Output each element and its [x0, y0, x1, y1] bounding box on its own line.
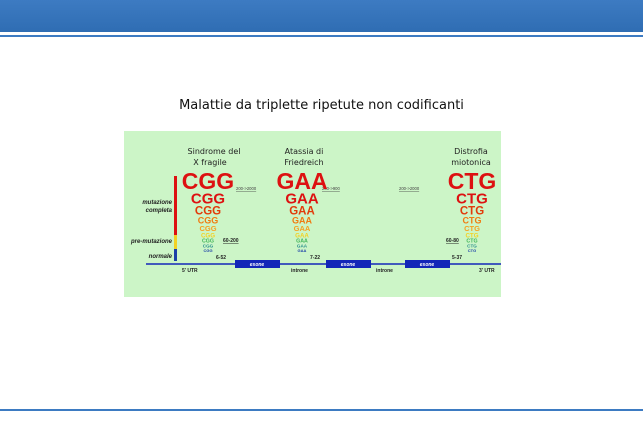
disease-heading-fragile-x-line2: X fragile	[193, 158, 227, 167]
exon-block-2	[326, 260, 371, 268]
triplet-label: GAA	[296, 239, 308, 245]
utr3-label: 3' UTR	[479, 268, 495, 274]
disease-heading-friedreich-line2: Friedreich	[284, 158, 323, 167]
intron-label-1: introne	[291, 268, 308, 274]
triplet-label: CGG	[198, 215, 219, 225]
triplet-label: CGG	[203, 244, 214, 249]
exon-label-1: esone	[250, 262, 265, 268]
exon-label-3: esone	[420, 262, 435, 268]
triplet-repeat-figure: Sindrome del X fragile Atassia di Friedr…	[124, 131, 501, 297]
repeat-diagram: Sindrome del X fragile Atassia di Friedr…	[130, 147, 501, 274]
exon-block-1	[235, 260, 280, 268]
triplet-label: CTG	[448, 168, 497, 194]
full-range-fragile-x: 200->2000	[236, 186, 257, 191]
exon-block-3	[405, 260, 450, 268]
triplet-label: CTG	[468, 248, 476, 253]
triplet-label: CGG	[195, 206, 221, 218]
triplet-label: CGG	[182, 168, 234, 194]
normal-range-myotonic: 5-37	[452, 255, 462, 261]
scale-bar-normal	[174, 249, 177, 261]
normal-range-friedreich: 7-22	[310, 255, 320, 261]
footer-divider	[0, 409, 643, 411]
slide-title: Malattie da triplette ripetute non codif…	[179, 98, 464, 113]
disease-heading-myotonic-line1: Distrofia	[454, 147, 488, 156]
triplet-label: CGG	[202, 239, 214, 245]
premutation-range-myotonic: 60-80	[446, 238, 459, 244]
triplet-label: CGG	[203, 248, 212, 253]
triplet-label: GAA	[292, 215, 313, 225]
utr5-label: 5' UTR	[182, 268, 198, 274]
triplet-label: GAA	[295, 232, 309, 239]
triplet-label: GAA	[294, 224, 311, 233]
scale-bar-premutation	[174, 235, 177, 249]
disease-heading-fragile-x-line1: Sindrome del	[188, 147, 241, 156]
header-band	[0, 0, 643, 32]
disease-heading-myotonic-line2: miotonica	[451, 158, 491, 167]
premutation-range-fragile-x: 60-200	[223, 238, 239, 244]
row-label-normal: normale	[149, 254, 173, 260]
triplet-label: CTG	[465, 232, 478, 239]
triplet-label: CTG	[456, 190, 488, 207]
triplet-label: GAA	[289, 206, 315, 218]
full-range-myotonic: 200->2000	[399, 186, 420, 191]
full-range-friedreich: 200->900	[322, 186, 340, 191]
disease-heading-friedreich-line1: Atassia di	[285, 147, 324, 156]
row-label-full-1: mutazione	[142, 200, 172, 206]
header-divider	[0, 35, 643, 37]
triplet-label: CTG	[460, 206, 484, 218]
scale-bar-full	[174, 176, 177, 235]
triplet-label: CTG	[463, 215, 482, 225]
triplet-label: CGG	[201, 232, 215, 239]
triplet-label: GAA	[276, 168, 327, 194]
triplet-label: CGG	[191, 190, 225, 207]
triplet-label: GAA	[297, 244, 308, 249]
triplet-label: CTG	[464, 224, 480, 233]
triplet-label: CTG	[467, 244, 477, 249]
normal-range-fragile-x: 6-52	[216, 255, 226, 261]
triplet-label: CGG	[199, 224, 216, 233]
intron-label-2: introne	[376, 268, 393, 274]
row-label-full-2: completa	[146, 208, 173, 214]
exon-label-2: esone	[341, 262, 356, 268]
row-label-premutation: pre-mutazione	[130, 239, 173, 245]
triplet-label: GAA	[285, 190, 319, 207]
triplet-label: CTG	[466, 239, 477, 245]
triplet-label: GAA	[298, 248, 307, 253]
